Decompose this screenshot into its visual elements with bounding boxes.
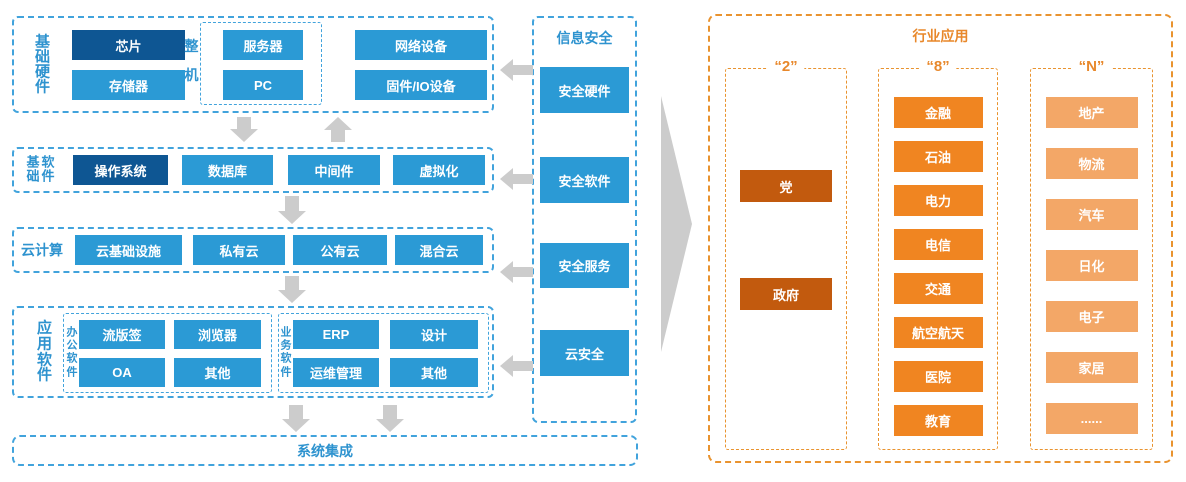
box-security-software: 安全软件	[540, 157, 629, 203]
box-home-furnishing: 家居	[1045, 352, 1138, 383]
arrow-left-security-4	[500, 355, 533, 377]
layer-system-integration: 系统集成	[12, 435, 638, 466]
box-logistics: 物流	[1045, 148, 1138, 179]
column-n: “N” 地产 物流 汽车 日化 电子 家居 ......	[1030, 58, 1153, 450]
box-liu-ban-qian: 流版签	[79, 320, 165, 349]
box-telecom: 电信	[893, 229, 983, 260]
layer-label-basic-hardware: 基础硬件	[34, 32, 50, 96]
arrow-down-1	[230, 117, 258, 142]
information-security-title: 信息安全	[556, 30, 613, 46]
box-private-cloud: 私有云	[193, 235, 285, 265]
layer-application-software: 应用软件 办公软件 流版签 浏览器 OA 其他 业务软件 ERP 设计 运维管理…	[12, 306, 494, 398]
box-chip: 芯片	[72, 30, 185, 60]
box-hybrid-cloud: 混合云	[395, 235, 483, 265]
group-business-software: 业务软件 ERP 设计 运维管理 其他	[278, 313, 489, 393]
column-n-header: “N”	[1071, 58, 1112, 75]
industry-applications-title: 行业应用	[912, 28, 969, 44]
layer-label-application-software: 应用软件	[36, 319, 52, 384]
box-cloud-security: 云安全	[540, 330, 629, 376]
group-label-office-software: 办公软件	[66, 326, 78, 379]
box-real-estate: 地产	[1045, 97, 1138, 128]
system-integration-label: 系统集成	[297, 442, 353, 459]
box-server: 服务器	[223, 30, 303, 60]
box-business-other: 其他	[390, 358, 478, 387]
column-8: “8” 金融 石油 电力 电信 交通 航空航天 医院 教育	[878, 58, 998, 450]
arrow-down-4	[282, 405, 310, 432]
label-whole-machine: 整机	[184, 38, 199, 84]
arrow-up-1	[324, 117, 352, 142]
layer-label-basic-software-col2: 软件	[41, 154, 55, 184]
group-label-business-software: 业务软件	[280, 326, 292, 379]
box-automobile: 汽车	[1045, 199, 1138, 230]
box-office-other: 其他	[174, 358, 261, 387]
box-petroleum: 石油	[893, 141, 983, 172]
box-public-cloud: 公有云	[293, 235, 387, 265]
column-2: “2” 党 政府	[725, 58, 847, 450]
box-browser: 浏览器	[174, 320, 261, 349]
box-security-service: 安全服务	[540, 243, 629, 288]
box-education: 教育	[893, 405, 983, 436]
box-operating-system: 操作系统	[73, 155, 168, 185]
layer-basic-software: 基础 软件 操作系统 数据库 中间件 虚拟化	[12, 147, 494, 193]
layer-label-basic-software: 基础 软件	[26, 154, 55, 185]
box-middleware: 中间件	[288, 155, 380, 185]
box-party: 党	[740, 170, 832, 202]
layer-label-cloud-computing: 云计算	[21, 242, 63, 258]
column-2-header: “2”	[767, 58, 805, 75]
group-whole-machine: 服务器 PC	[200, 22, 322, 105]
arrow-left-security-3	[500, 261, 533, 283]
box-cloud-infrastructure: 云基础设施	[75, 235, 182, 265]
layer-cloud-computing: 云计算 云基础设施 私有云 公有云 混合云	[12, 227, 494, 273]
arrow-left-security-2	[500, 168, 533, 190]
big-arrow-right	[661, 96, 692, 352]
box-pc: PC	[223, 70, 303, 100]
box-more: ......	[1045, 403, 1138, 434]
group-office-software: 办公软件 流版签 浏览器 OA 其他	[63, 313, 272, 393]
box-finance: 金融	[893, 97, 983, 128]
box-hospital: 医院	[893, 361, 983, 392]
arrow-down-3	[278, 276, 306, 303]
box-erp: ERP	[293, 320, 379, 349]
panel-industry-applications: 行业应用 “2” 党 政府 “8” 金融 石油 电力 电信 交通 航空航天 医院…	[708, 14, 1173, 463]
layer-label-basic-software-col1: 基础	[26, 154, 40, 184]
box-transportation: 交通	[893, 273, 983, 304]
box-virtualization: 虚拟化	[393, 155, 485, 185]
arrow-down-2	[278, 196, 306, 224]
box-aerospace: 航空航天	[893, 317, 983, 348]
layer-basic-hardware: 基础硬件 芯片 存储器 整机 服务器 PC 网络设备 固件/IO设备	[12, 16, 494, 113]
arrow-left-security-1	[500, 59, 533, 81]
arrow-down-5	[376, 405, 404, 432]
box-electronics: 电子	[1045, 301, 1138, 332]
box-firmware-io: 固件/IO设备	[355, 70, 487, 100]
box-government: 政府	[740, 278, 832, 310]
box-oa: OA	[79, 358, 165, 387]
panel-information-security: 信息安全 安全硬件 安全软件 安全服务 云安全	[532, 16, 637, 423]
box-daily-chemicals: 日化	[1045, 250, 1138, 281]
box-storage: 存储器	[72, 70, 185, 100]
box-database: 数据库	[182, 155, 273, 185]
box-design: 设计	[390, 320, 478, 349]
box-ops-management: 运维管理	[293, 358, 379, 387]
box-security-hardware: 安全硬件	[540, 67, 629, 113]
box-electric-power: 电力	[893, 185, 983, 216]
column-8-header: “8”	[919, 58, 957, 75]
box-network-equipment: 网络设备	[355, 30, 487, 60]
